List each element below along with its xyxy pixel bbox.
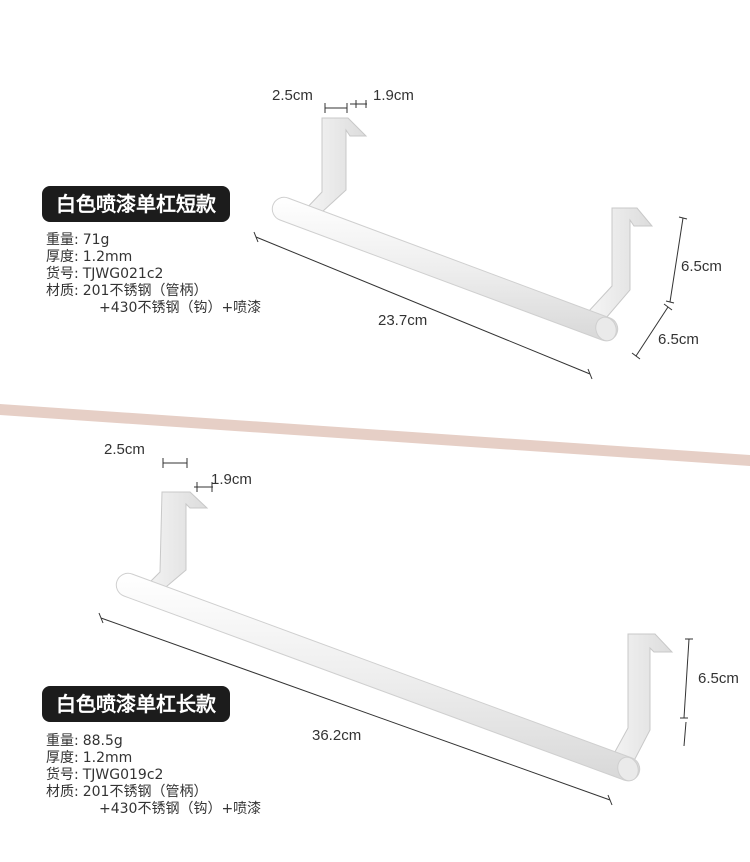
spec-sku: 货号:TJWG021c2 [46, 266, 164, 282]
long-product-title: 白色喷漆单杠长款 [42, 686, 230, 722]
spec-weight: 重量:71g [46, 232, 110, 248]
long-product-specs: 重量:88.5g 厚度:1.2mm 货号:TJWG019c2 材质:201不锈钢… [46, 733, 261, 818]
long-towel-bar [115, 491, 674, 782]
spec-thickness: 厚度:1.2mm [46, 750, 133, 766]
short-rail-end [595, 316, 617, 342]
long-left-hook [138, 491, 209, 593]
long-rail [115, 572, 641, 782]
long-height-label: 6.5cm [698, 670, 739, 687]
long-length-label: 36.2cm [312, 727, 362, 744]
long-rail-end [617, 756, 639, 782]
spec-material-continued: +430不锈钢（钩）+喷漆 [99, 801, 262, 817]
short-product-title: 白色喷漆单杠短款 [42, 186, 230, 222]
spec-weight: 重量:88.5g [46, 733, 123, 749]
spec-sku: 货号:TJWG019c2 [46, 767, 164, 783]
spec-material: 材质:201不锈钢（管柄） [46, 283, 208, 299]
long-hook-depth-label: 1.9cm [211, 471, 252, 488]
short-product-specs: 重量:71g 厚度:1.2mm 货号:TJWG021c2 材质:201不锈钢（管… [46, 232, 261, 317]
short-dimension-lines [253, 100, 688, 380]
short-length-label: 23.7cm [378, 312, 428, 329]
short-depth-label: 6.5cm [658, 331, 699, 348]
short-towel-bar [271, 117, 654, 342]
spec-material: 材质:201不锈钢（管柄） [46, 784, 208, 800]
short-hook-width-label: 2.5cm [272, 87, 313, 104]
long-dimension-lines [98, 458, 693, 806]
short-rail [271, 196, 619, 342]
long-hook-width-label: 2.5cm [104, 441, 145, 458]
short-height-label: 6.5cm [681, 258, 722, 275]
section-divider [0, 404, 750, 466]
spec-material-continued: +430不锈钢（钩）+喷漆 [99, 300, 262, 316]
short-left-hook [301, 117, 368, 213]
spec-thickness: 厚度:1.2mm [46, 249, 133, 265]
short-right-hook [587, 207, 654, 319]
short-hook-depth-label: 1.9cm [373, 87, 414, 104]
long-right-hook [604, 633, 674, 781]
